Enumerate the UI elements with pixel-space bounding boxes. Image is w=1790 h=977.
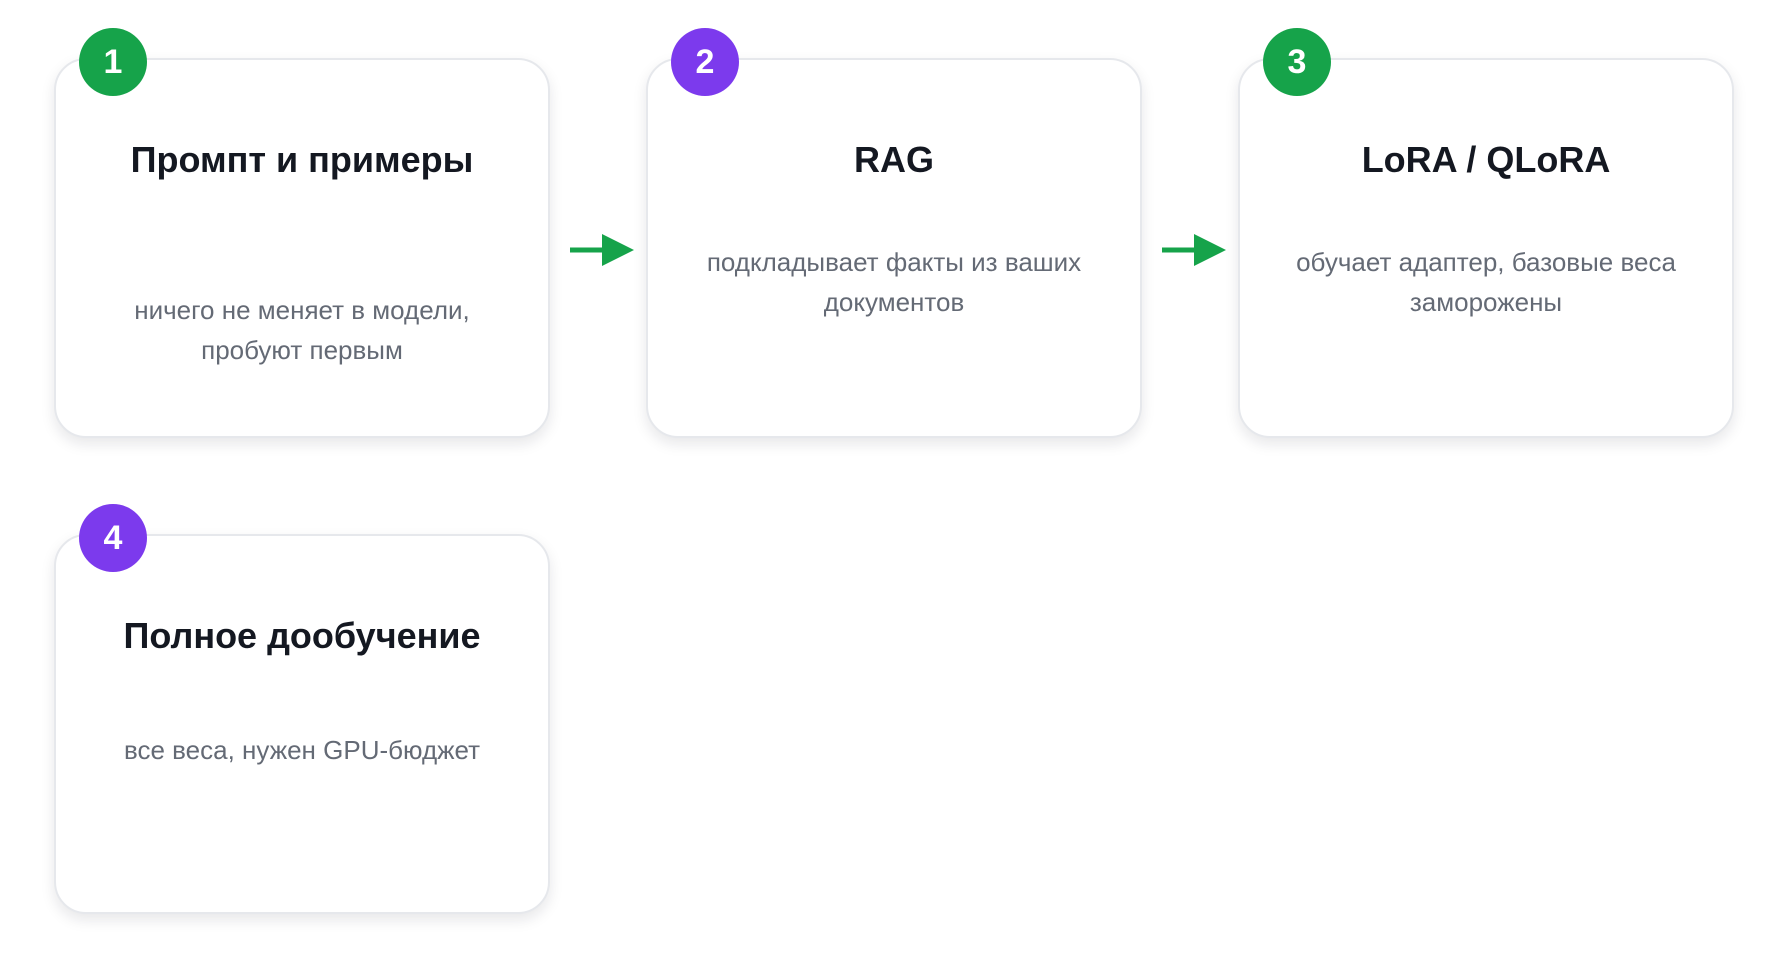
step-card-2: RAG подкладывает факты из ваших документ…: [646, 58, 1142, 438]
step-number-badge: 3: [1263, 28, 1331, 96]
step-title: Промпт и примеры: [130, 139, 474, 180]
step-card-4: Полное дообучение все веса, нужен GPU-бю…: [54, 534, 550, 914]
step-description: обучает адаптер, базовые веса заморожены: [1296, 247, 1676, 317]
step-description: ничего не меняет в модели, пробуют первы…: [134, 295, 470, 365]
step-description: все веса, нужен GPU-бюджет: [123, 735, 481, 765]
step-title: Полное дообучение: [123, 615, 481, 656]
step-number-badge: 2: [671, 28, 739, 96]
arrow-right-icon: [1162, 234, 1226, 266]
step-title: LoRA / QLoRA: [1361, 139, 1611, 180]
step-card-3: LoRA / QLoRA обучает адаптер, базовые ве…: [1238, 58, 1734, 438]
step-description: подкладывает факты из ваших документов: [706, 247, 1082, 317]
step-number-badge: 4: [79, 504, 147, 572]
arrow-right-icon: [570, 234, 634, 266]
step-number-badge: 1: [79, 28, 147, 96]
step-title: RAG: [854, 139, 934, 180]
step-card-1: Промпт и примеры ничего не меняет в моде…: [54, 58, 550, 438]
